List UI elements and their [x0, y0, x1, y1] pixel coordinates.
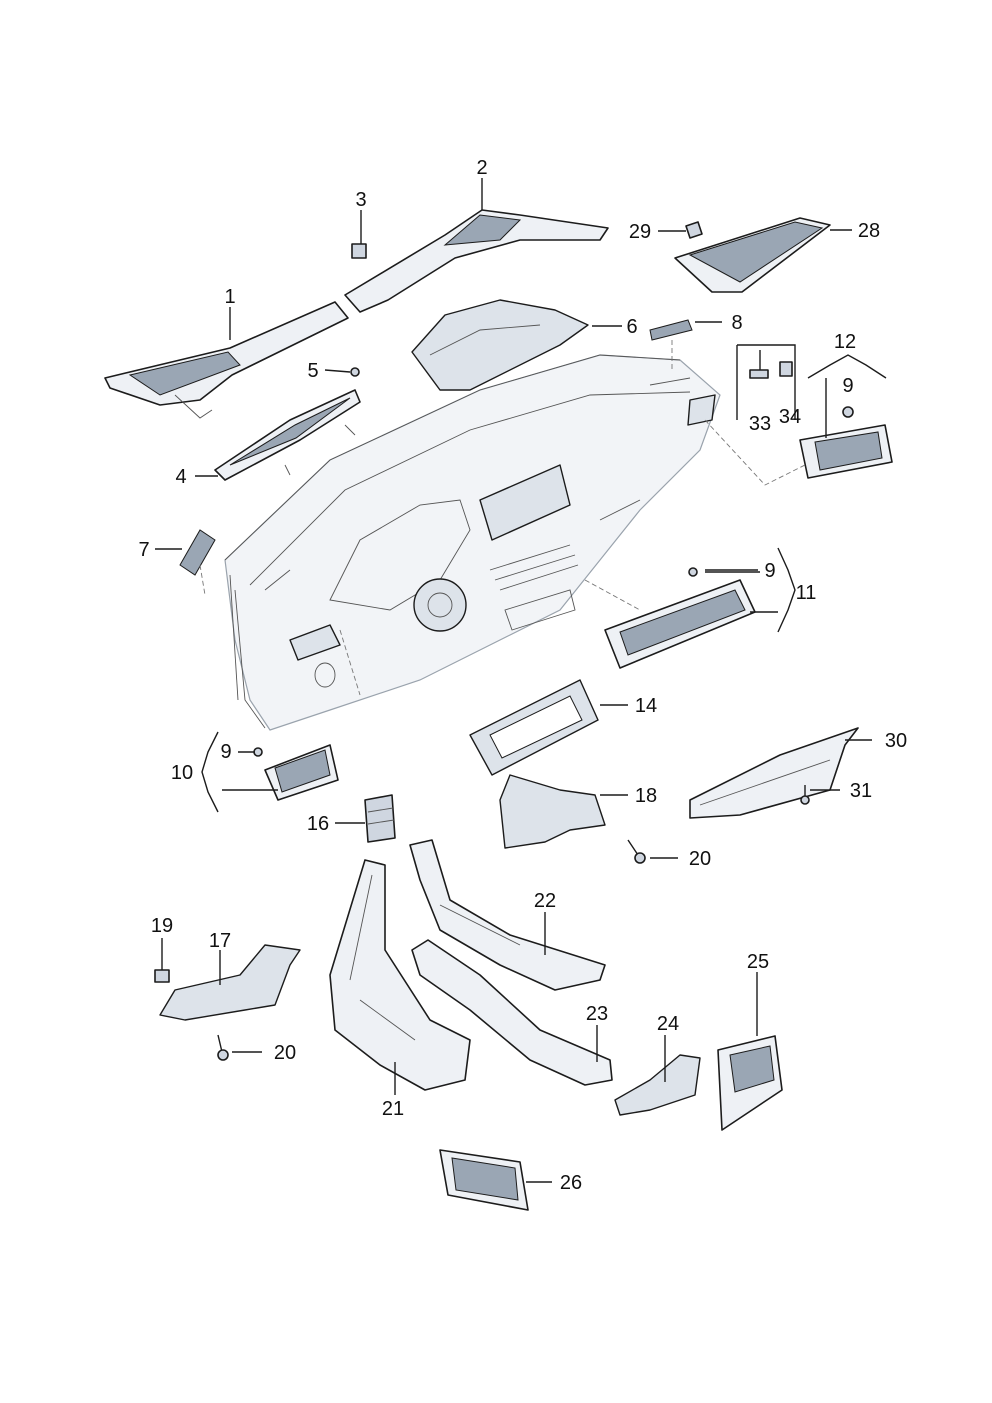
label-7: 7	[138, 539, 149, 561]
label-19: 19	[151, 915, 173, 937]
part-23-air-duct	[411, 939, 613, 1086]
part-3-clip	[351, 243, 367, 259]
part-20-screw-upper	[627, 839, 646, 864]
part-28-speaker-grille	[674, 217, 831, 293]
part-24-air-duct	[614, 1054, 701, 1116]
part-1-windscreen-trim-left	[104, 301, 349, 419]
part-19-clip	[154, 969, 170, 983]
label-4: 4	[175, 466, 186, 488]
part-labels: 2 3 1 5 6 8 29 28 12 9 33 34 4 7 9 11 14…	[138, 157, 907, 1194]
part-5-clip	[350, 367, 360, 377]
label-34: 34	[779, 406, 801, 428]
label-20-upper: 20	[689, 848, 711, 870]
label-11: 11	[796, 582, 817, 604]
label-28: 28	[858, 220, 880, 242]
label-14: 14	[635, 695, 657, 717]
label-23: 23	[586, 1003, 608, 1025]
part-10-air-vent-left	[264, 744, 339, 801]
label-17: 17	[209, 930, 231, 952]
part-29-nut	[685, 221, 703, 239]
dashboard-panel	[224, 354, 721, 731]
label-5: 5	[307, 360, 318, 382]
label-24: 24	[657, 1013, 679, 1035]
part-30-trim-panel	[689, 727, 859, 819]
part-26-grille	[439, 1149, 529, 1211]
label-6: 6	[626, 316, 637, 338]
part-4-defroster-nozzle	[214, 389, 361, 481]
label-25: 25	[747, 951, 769, 973]
leader-lines	[155, 178, 887, 1183]
label-31: 31	[850, 780, 872, 802]
label-33: 33	[749, 413, 771, 435]
label-16: 16	[307, 813, 329, 835]
part-9-clip-right	[842, 406, 854, 418]
part-2-windscreen-trim-right	[344, 209, 609, 313]
label-20-lower: 20	[274, 1042, 296, 1064]
part-11-air-vent-center	[604, 579, 756, 669]
label-12: 12	[834, 331, 856, 353]
label-10: 10	[171, 762, 193, 784]
part-8-speaker-grille	[649, 319, 693, 341]
part-25-rear-vent	[717, 1035, 783, 1131]
label-9-left: 9	[220, 741, 231, 763]
label-1: 1	[224, 286, 235, 308]
part-12-air-vent-right	[799, 424, 893, 479]
part-34-clip	[779, 361, 793, 377]
part-14-frame	[469, 679, 599, 776]
part-33-stud	[749, 350, 769, 379]
part-6-cover	[411, 299, 589, 391]
part-20-screw-lower	[217, 1034, 229, 1061]
label-8: 8	[731, 312, 742, 334]
label-21: 21	[382, 1098, 404, 1120]
label-26: 26	[560, 1172, 582, 1194]
label-22: 22	[534, 890, 556, 912]
label-9-right: 9	[842, 375, 853, 397]
label-29: 29	[629, 221, 651, 243]
part-18-air-duct	[499, 774, 606, 849]
label-18: 18	[635, 785, 657, 807]
part-22-air-duct	[409, 839, 606, 991]
part-9-clip-center	[688, 567, 698, 577]
part-9-clip-left	[253, 747, 263, 757]
part-7-speaker-grille	[179, 529, 216, 576]
part-16-foam-block	[364, 794, 396, 843]
part-17-air-duct	[159, 944, 301, 1021]
label-3: 3	[355, 189, 366, 211]
part-21-air-duct	[329, 859, 471, 1091]
label-2: 2	[476, 157, 487, 179]
label-9-center: 9	[764, 560, 775, 582]
label-30: 30	[885, 730, 907, 752]
part-31-screw	[800, 785, 810, 805]
